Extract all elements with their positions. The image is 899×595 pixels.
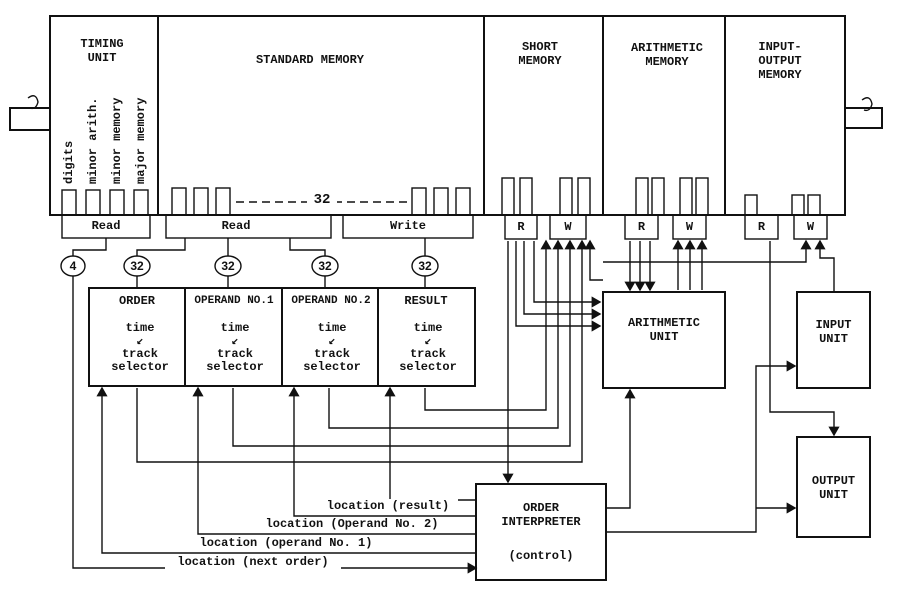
std-read-label: Read [221, 219, 251, 233]
selector-result-title: RESULT [404, 294, 448, 308]
arith-w-label: W [685, 220, 694, 234]
timing-channel-minor-arith: minor arith. [86, 97, 100, 184]
timing-channel-minor-memory: minor memory [110, 97, 124, 184]
drum-shaft-right [845, 107, 883, 129]
std-read-box [165, 214, 332, 239]
short-w-label: W [564, 220, 572, 234]
selector-op1-title: OPERAND NO.1 [194, 295, 274, 307]
selector-op1-body: time ↙ track selector [206, 321, 264, 374]
badge-op1-label: 32 [221, 259, 235, 273]
selector-op2-body: time ↙ track selector [303, 321, 361, 374]
arith-w-box [672, 214, 707, 240]
timing-channel-digits: digits [62, 140, 76, 184]
timing-unit-title: TIMING UNIT [80, 37, 124, 65]
badge-4-label: 4 [69, 259, 77, 273]
arithmetic-unit-box [602, 291, 726, 389]
std-track-count: 32 [307, 192, 337, 209]
timing-channel-major-memory: major memory [134, 97, 148, 184]
selector-order-title: ORDER [118, 294, 155, 308]
memory-drum-block [49, 15, 846, 216]
badge-op2-label: 32 [318, 259, 332, 273]
standard-memory-title: STANDARD MEMORY [255, 53, 365, 67]
order-interpreter-sub: (control) [508, 549, 574, 563]
short-w-box [549, 214, 587, 240]
io-r-label: R [757, 220, 766, 234]
selector-op2-title: OPERAND NO.2 [291, 295, 371, 307]
output-unit-box [796, 436, 871, 538]
location-next-order-label: location (next order) [165, 555, 341, 569]
selector-result-body: time ↙ track selector [399, 321, 457, 374]
io-w-box [793, 214, 828, 240]
location-result-label: location (result) [318, 499, 458, 513]
arithmetic-memory-title: ARITHMETIC MEMORY [630, 41, 703, 69]
location-operand1-label: location (operand No. 1) [188, 536, 384, 550]
order-interpreter-box [475, 483, 607, 581]
short-memory-title: SHORT MEMORY [518, 40, 562, 68]
output-unit-label: OUTPUT UNIT [811, 474, 856, 502]
arithmetic-unit-label: ARITHMETIC UNIT [627, 316, 700, 344]
badge-result-label: 32 [418, 259, 432, 273]
short-r-box [504, 214, 538, 240]
order-interpreter-title: ORDER INTERPRETER [501, 501, 581, 529]
drum-shaft-left [9, 107, 50, 131]
badge-order-label: 32 [130, 259, 144, 273]
io-memory-title: INPUT- OUTPUT MEMORY [758, 40, 802, 82]
timing-read-label: Read [91, 219, 121, 233]
io-w-label: W [806, 220, 815, 234]
std-write-box [342, 214, 474, 239]
arith-r-label: R [637, 220, 646, 234]
input-unit-label: INPUT UNIT [815, 318, 852, 346]
arith-r-box [624, 214, 659, 240]
io-r-box [744, 214, 779, 240]
short-r-label: R [517, 220, 525, 234]
location-operand2-label: location (Operand No. 2) [254, 517, 450, 531]
std-write-label: Write [389, 219, 426, 233]
selector-order-body: time ↙ track selector [111, 321, 169, 374]
